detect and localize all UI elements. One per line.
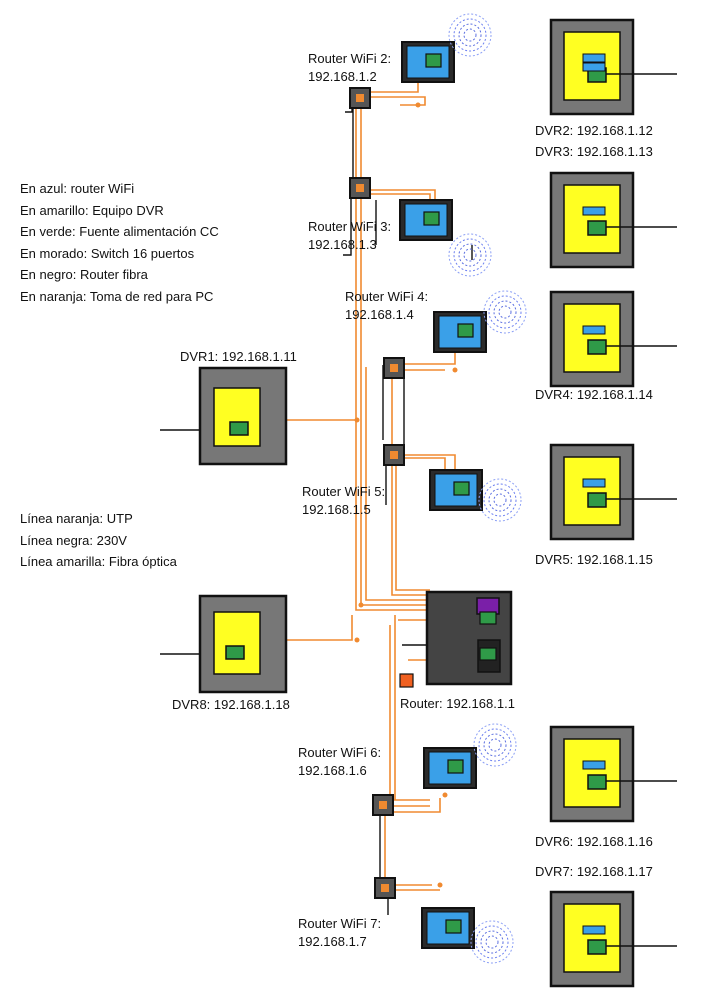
dvr8-label: DVR8: 192.168.1.18: [172, 697, 290, 712]
wifi5-label: Router WiFi 5:192.168.1.5: [302, 484, 386, 517]
wifi3-radio: [448, 233, 492, 277]
dvr6-label: DVR6: 192.168.1.16: [535, 834, 653, 849]
wifi4-router: [433, 311, 487, 353]
wifi4-radio: [483, 290, 527, 334]
wifi6-label: Router WiFi 6:192.168.1.6: [298, 745, 382, 778]
wifi5-radio: [478, 478, 522, 522]
legend-item: Línea negra: 230V: [20, 532, 127, 548]
dvr2-3-dual-indicator: [582, 62, 606, 72]
junction-box-3: [383, 357, 405, 379]
legend-item: En morado: Switch 16 puertos: [20, 245, 195, 261]
dvr7-label: DVR7: 192.168.1.17: [535, 864, 653, 879]
legend-item: En naranja: Toma de red para PC: [20, 288, 214, 304]
legend-item: Línea amarilla: Fibra óptica: [20, 554, 177, 569]
utp-junctions: [354, 102, 458, 888]
dvr2-3-unit: [549, 18, 679, 116]
wifi7-radio: [470, 920, 514, 964]
junction-box-4: [383, 444, 405, 466]
dvr8-unit: [198, 594, 288, 694]
line-legend: Línea naranja: UTP Línea negra: 230V Lín…: [20, 508, 177, 573]
wifi5-router: [429, 469, 483, 511]
wifi4-label: Router WiFi 4:192.168.1.4: [345, 289, 429, 322]
dvr6-unit: [549, 725, 679, 823]
dvr3-label: DVR3: 192.168.1.13: [535, 144, 653, 159]
wifi2-label: Router WiFi 2:192.168.1.2: [308, 51, 392, 84]
dvr4-label: DVR4: 192.168.1.14: [535, 387, 653, 402]
wifi3-router: [399, 199, 453, 241]
network-outlet: [399, 673, 414, 688]
junction-box-1: [349, 87, 371, 109]
junction-box-5: [372, 794, 394, 816]
legend-item: En verde: Fuente alimentación CC: [20, 224, 219, 239]
device-legend: En azul: router WiFi En amarillo: Equipo…: [20, 178, 219, 307]
dvr3-4-unit: [549, 171, 679, 269]
legend-item: Línea naranja: UTP: [20, 511, 133, 526]
wifi7-router: [421, 907, 475, 949]
router-label: Router: 192.168.1.1: [400, 696, 515, 711]
wifi6-router: [423, 747, 477, 789]
dvr4-unit: [549, 290, 679, 388]
dvr7-unit: [549, 890, 679, 988]
dvr1-unit: [198, 366, 288, 466]
wifi2-router: [401, 41, 455, 83]
dvr5-label: DVR5: 192.168.1.15: [535, 552, 653, 567]
main-rack: [425, 590, 513, 686]
wifi2-radio: [448, 13, 492, 57]
wifi3-label: Router WiFi 3:192.168.1.3: [308, 219, 392, 252]
junction-box-2: [349, 177, 371, 199]
wifi6-radio: [473, 723, 517, 767]
legend-item: En amarillo: Equipo DVR: [20, 202, 164, 218]
dvr2-label: DVR2: 192.168.1.12: [535, 123, 653, 138]
dvr5-unit: [549, 443, 679, 541]
junction-box-6: [374, 877, 396, 899]
legend-item: En negro: Router fibra: [20, 267, 148, 282]
wifi7-label: Router WiFi 7:192.168.1.7: [298, 916, 382, 949]
legend-item: En azul: router WiFi: [20, 181, 135, 196]
dvr1-label: DVR1: 192.168.1.11: [180, 349, 297, 364]
